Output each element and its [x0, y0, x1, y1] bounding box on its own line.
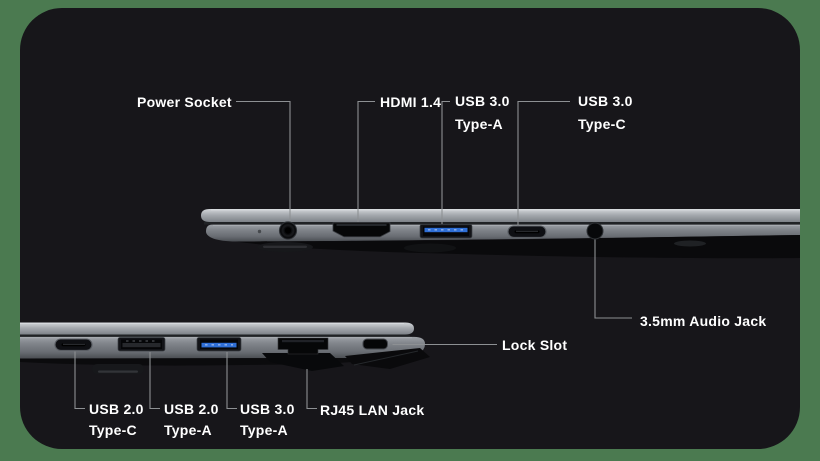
usb3-type-a-port-top	[419, 224, 473, 239]
laptop-left-side-view	[20, 322, 430, 374]
power-socket-label: Power Socket	[137, 94, 232, 110]
usb2-type-c-label-line2: Type-C	[89, 422, 137, 438]
rj45-lan-port	[277, 337, 329, 355]
audio-jack-port	[586, 222, 604, 240]
usb2-type-c-label-line1: USB 2.0	[89, 401, 144, 417]
lock-slot-label: Lock Slot	[502, 337, 568, 353]
usb3-type-c-label-line1: USB 3.0	[578, 93, 633, 109]
usb3-type-a-top-label-line1: USB 3.0	[455, 93, 510, 109]
hdmi-callout-line	[357, 100, 375, 222]
usb3-type-a-port-bottom	[196, 337, 242, 352]
usb2-type-c-label: USB 2.0 Type-C	[89, 399, 144, 441]
usb3-type-a-bottom-label-line1: USB 3.0	[240, 401, 295, 417]
usb3-type-c-label: USB 3.0 Type-C	[578, 90, 633, 136]
usb2-type-c-port	[54, 338, 93, 351]
audio-jack-label: 3.5mm Audio Jack	[640, 313, 767, 329]
power-socket-callout-line	[236, 100, 291, 222]
usb3-type-a-top-label: USB 3.0 Type-A	[455, 90, 510, 136]
usb3-type-c-callout-line	[517, 100, 570, 226]
usb3-type-a-bottom-label: USB 3.0 Type-A	[240, 399, 295, 441]
usb2-type-a-label-line2: Type-A	[164, 422, 212, 438]
usb2-type-a-label: USB 2.0 Type-A	[164, 399, 219, 441]
audio-jack-callout-line	[594, 239, 632, 319]
usb2-type-c-callout-line	[74, 351, 85, 410]
power-socket-port	[278, 221, 298, 240]
rj45-lan-label: RJ45 LAN Jack	[320, 402, 425, 418]
usb2-type-a-label-line1: USB 2.0	[164, 401, 219, 417]
usb3-type-a-top-label-line2: Type-A	[455, 116, 503, 132]
lock-slot-port	[362, 338, 388, 350]
usb3-type-a-bottom-callout-line	[226, 352, 237, 410]
usb3-type-c-port	[507, 225, 547, 238]
usb3-type-a-bottom-label-line2: Type-A	[240, 422, 288, 438]
rj45-callout-line	[306, 369, 317, 410]
hdmi-label: HDMI 1.4	[380, 94, 442, 110]
callout-lines	[74, 100, 632, 410]
usb2-type-a-port	[117, 337, 166, 352]
usb3-type-c-label-line2: Type-C	[578, 116, 626, 132]
usb3-type-a-top-callout-line	[441, 100, 450, 224]
usb2-type-a-callout-line	[149, 352, 160, 410]
hdmi-port	[332, 222, 391, 238]
status-led	[257, 229, 262, 234]
laptop-right-side-view	[201, 209, 800, 259]
